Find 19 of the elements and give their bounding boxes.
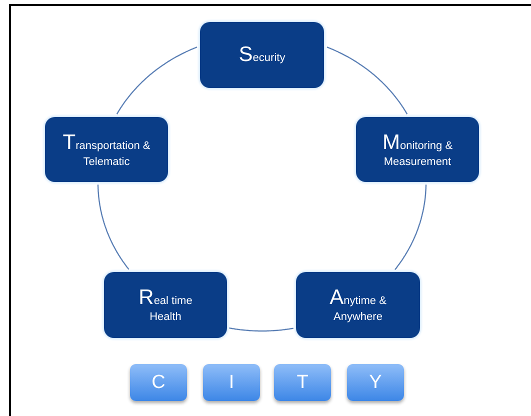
connector-arc (326, 46, 408, 114)
topic-box (356, 117, 479, 182)
topic-label: Anytime & Anywhere (328, 285, 388, 325)
topic-label: Transportation & Telematic (62, 130, 152, 170)
topic-box (296, 272, 420, 338)
letter-tile: T (274, 364, 331, 401)
letter-tile: Y (347, 364, 404, 401)
connector-arc (97, 184, 130, 270)
letter-tile: C (130, 364, 187, 401)
connector-arc (229, 327, 294, 332)
topic-label: Real time Health (138, 285, 194, 325)
letter-tile: I (203, 364, 260, 401)
connector-arc (394, 184, 427, 270)
connector-arc (116, 46, 198, 114)
topic-box (104, 272, 227, 338)
topic-box (200, 22, 324, 88)
topic-label: Security (238, 42, 286, 68)
topic-label: Monitoring & Measurement (381, 130, 454, 170)
topic-box (45, 117, 168, 182)
